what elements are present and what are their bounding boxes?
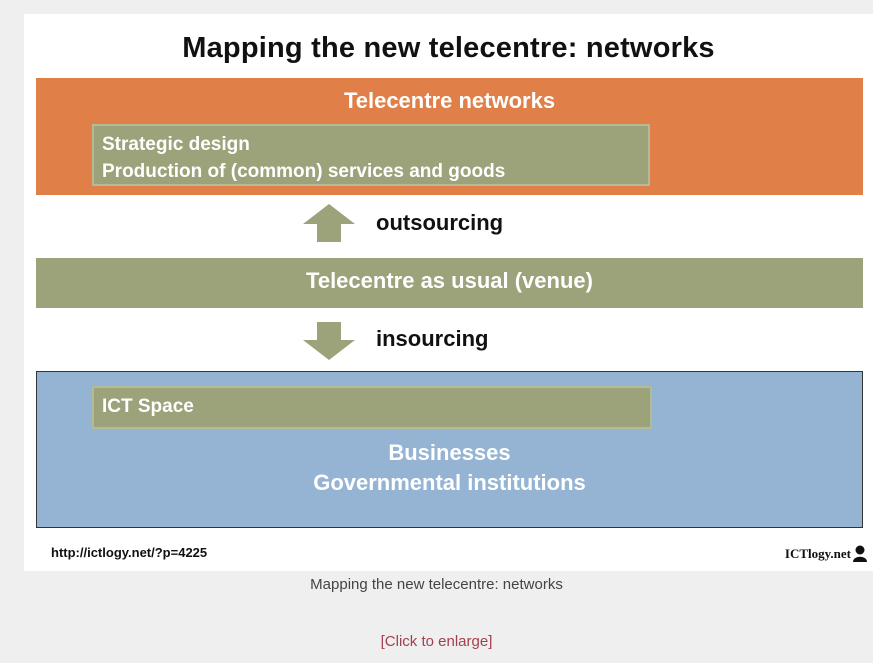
source-url: http://ictlogy.net/?p=4225 <box>51 545 208 560</box>
figure-caption: Mapping the new telecentre: networks <box>310 576 563 593</box>
inner-line-strategic: Strategic design <box>102 134 250 155</box>
outsourcing-label: outsourcing <box>376 210 504 235</box>
person-icon <box>853 545 867 562</box>
ict-box-text: Businesses Governmental institutions <box>37 438 862 498</box>
brand-text: ICTlogy.net <box>784 545 851 561</box>
businesses-label: Businesses <box>388 440 511 465</box>
networks-inner-box: Strategic design Production of (common) … <box>92 124 650 186</box>
diagram-figure[interactable]: Mapping the new telecentre: networks Tel… <box>24 14 873 571</box>
brand-mark: ICTlogy.net <box>785 545 867 562</box>
insourcing-label: insourcing <box>376 326 489 351</box>
arrow-up-icon <box>303 204 355 242</box>
click-to-enlarge-link[interactable]: [Click to enlarge] <box>380 633 493 650</box>
governmental-label: Governmental institutions <box>313 470 586 495</box>
arrow-down-icon <box>303 322 355 360</box>
diagram-title: Mapping the new telecentre: networks <box>182 32 715 64</box>
inner-line-production: Production of (common) services and good… <box>102 161 506 182</box>
telecentre-networks-box: Telecentre networks Strategic design Pro… <box>36 78 863 195</box>
ict-box: ICT Space Businesses Governmental instit… <box>36 371 863 528</box>
venue-band: Telecentre as usual (venue) <box>36 258 863 308</box>
ict-space-box: ICT Space <box>92 386 652 429</box>
networks-box-title: Telecentre networks <box>343 88 556 113</box>
